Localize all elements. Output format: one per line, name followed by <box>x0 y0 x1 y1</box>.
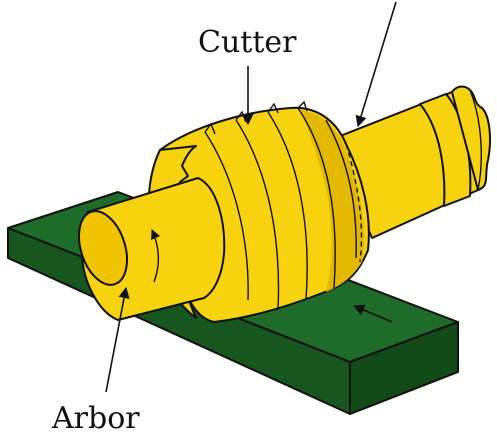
arbor-label: Arbor <box>51 401 140 436</box>
shaft-leader-line <box>358 2 396 126</box>
cutter-label: Cutter <box>198 25 297 60</box>
